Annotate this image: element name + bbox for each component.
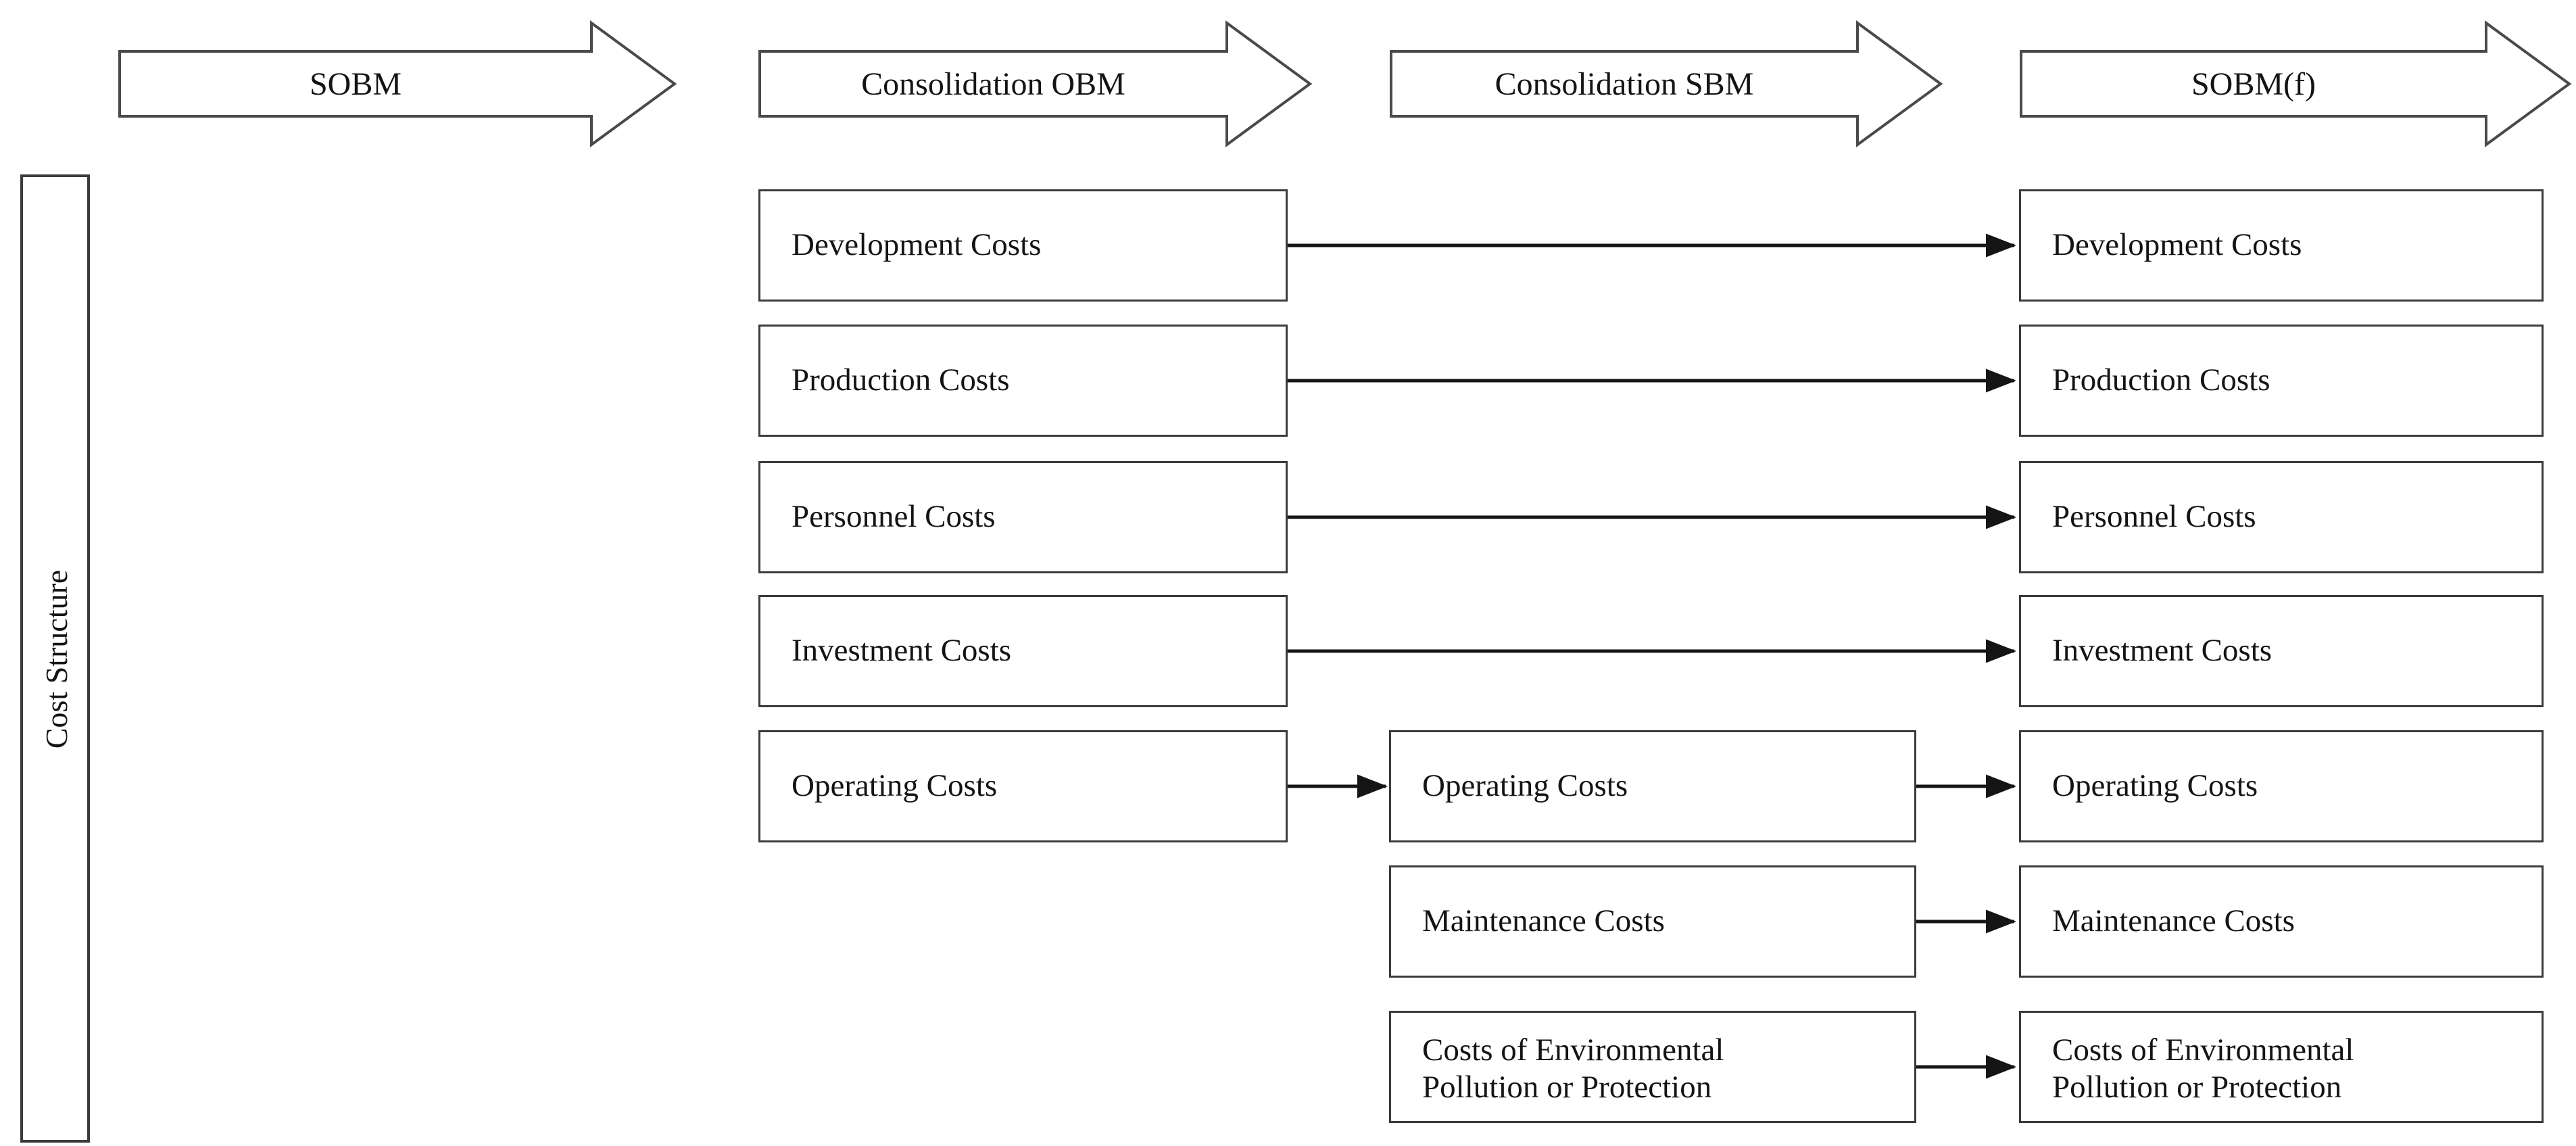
node-sobmf-personnel-costs[interactable]: Personnel Costs [2019,461,2544,573]
node-sbm-maintenance-costs[interactable]: Maintenance Costs [1389,865,1916,978]
node-label: Personnel Costs [2052,499,2256,535]
node-obm-operating-costs[interactable]: Operating Costs [758,730,1288,842]
node-sobmf-development-costs[interactable]: Development Costs [2019,189,2544,302]
node-label: Operating Costs [792,768,998,804]
node-sobmf-production-costs[interactable]: Production Costs [2019,325,2544,437]
node-obm-development-costs[interactable]: Development Costs [758,189,1288,302]
node-label: Maintenance Costs [2052,903,2295,939]
node-label: Operating Costs [1422,768,1628,804]
node-label: Development Costs [2052,227,2302,263]
column-header-consolidation-sbm-label: Consolidation SBM [1494,66,1754,102]
header-arrow-sobm [118,20,677,147]
node-label: Costs of Environmental Pollution or Prot… [2052,1032,2354,1105]
header-arrow-consolidation-sbm [1390,20,1943,147]
header-arrow-consolidation-obm [758,20,1313,147]
column-header-sobm-label: SOBM [309,66,402,102]
node-label: Investment Costs [792,633,1012,669]
column-header-sobm: SOBM [120,51,591,116]
node-label: Operating Costs [2052,768,2258,804]
node-label: Development Costs [792,227,1042,263]
node-label: Investment Costs [2052,633,2273,669]
cost-structure-label: Cost Structure [39,569,74,749]
cost-structure-band [20,174,90,1143]
node-sobmf-maintenance-costs[interactable]: Maintenance Costs [2019,865,2544,978]
node-sbm-environmental-costs[interactable]: Costs of Environmental Pollution or Prot… [1389,1011,1916,1123]
column-header-consolidation-sbm: Consolidation SBM [1391,51,1857,116]
column-header-consolidation-obm: Consolidation OBM [760,51,1227,116]
node-label: Maintenance Costs [1422,903,1665,939]
node-sobmf-investment-costs[interactable]: Investment Costs [2019,595,2544,707]
node-sbm-operating-costs[interactable]: Operating Costs [1389,730,1916,842]
node-label: Personnel Costs [792,499,996,535]
column-header-sobm-f: SOBM(f) [2021,51,2486,116]
node-obm-production-costs[interactable]: Production Costs [758,325,1288,437]
header-arrow-sobm-f [2020,20,2572,147]
node-label: Production Costs [2052,362,2270,398]
column-header-consolidation-obm-label: Consolidation OBM [861,66,1125,102]
node-sobmf-environmental-costs[interactable]: Costs of Environmental Pollution or Prot… [2019,1011,2544,1123]
node-sobmf-operating-costs[interactable]: Operating Costs [2019,730,2544,842]
node-obm-personnel-costs[interactable]: Personnel Costs [758,461,1288,573]
node-label: Production Costs [792,362,1010,398]
node-obm-investment-costs[interactable]: Investment Costs [758,595,1288,707]
node-label: Costs of Environmental Pollution or Prot… [1422,1032,1724,1105]
column-header-sobm-f-label: SOBM(f) [2191,66,2316,102]
